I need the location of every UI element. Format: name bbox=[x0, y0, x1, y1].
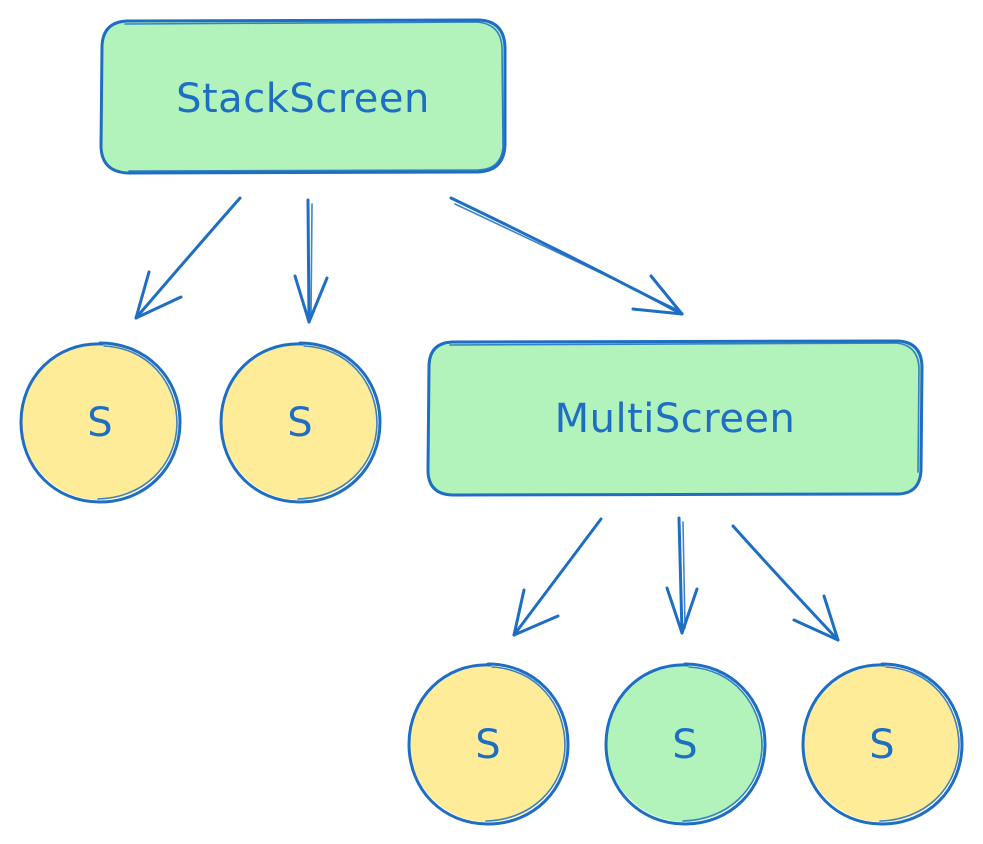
arrow-multi-to-node-3 bbox=[512, 517, 603, 637]
screen-node-3-label: S bbox=[475, 722, 500, 768]
screen-node-5-label: S bbox=[869, 722, 894, 768]
screen-node-1: S bbox=[19, 341, 182, 504]
stack-screen-box-outline bbox=[99, 18, 507, 175]
arrow-root-to-multi-screen bbox=[449, 196, 684, 316]
multi-screen-box-outline bbox=[426, 339, 924, 497]
arrow-multi-to-node-5 bbox=[731, 524, 840, 642]
arrow-root-to-node-1 bbox=[134, 196, 242, 320]
multi-screen-box-fill bbox=[428, 341, 922, 495]
stack-screen-label: StackScreen bbox=[176, 76, 430, 122]
screen-node-5: S bbox=[801, 662, 964, 826]
screen-node-3: S bbox=[407, 662, 570, 826]
stack-screen-box-fill bbox=[100, 20, 505, 174]
stack-screen-box: StackScreen bbox=[99, 18, 507, 175]
screen-node-4: S bbox=[604, 662, 767, 826]
screen-node-4-label: S bbox=[672, 722, 697, 768]
multi-screen-label: MultiScreen bbox=[555, 396, 796, 442]
stack-screen-box-sketch bbox=[124, 21, 504, 172]
screen-node-2: S bbox=[219, 341, 382, 504]
arrow-root-to-node-2 bbox=[293, 198, 329, 324]
multi-screen-box-sketch bbox=[449, 342, 920, 473]
arrow-multi-to-node-4 bbox=[665, 516, 699, 635]
multi-screen-box: MultiScreen bbox=[426, 339, 924, 497]
screen-node-2-label: S bbox=[287, 400, 312, 446]
screen-node-1-label: S bbox=[87, 400, 112, 446]
